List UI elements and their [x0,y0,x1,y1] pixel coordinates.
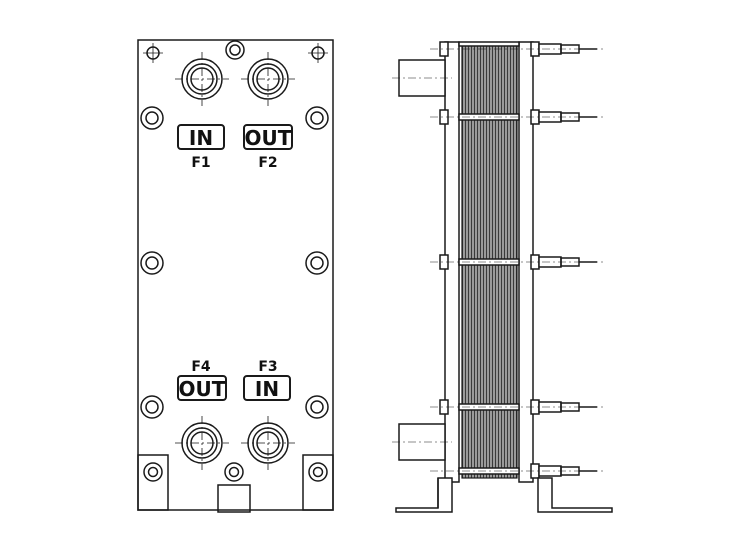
nozzle-bottom [392,423,452,461]
port-designation-f1: F1 [191,155,210,171]
bolt-right-upper [305,106,329,130]
right-support-foot [537,477,613,513]
flow-label-f4: OUT [179,377,226,401]
port-f1-connection [175,52,229,106]
label-box-f3 [243,375,291,401]
tie-rod-3 [430,399,605,415]
flow-label-f2: OUT [245,126,292,150]
guide-bar-top [430,41,605,57]
flow-label-f1: IN [189,126,213,150]
carrying-bar [458,41,520,47]
port-designation-f4: F4 [191,359,211,375]
side-view [392,41,613,513]
port-designation-f2: F2 [258,155,277,171]
bolt-right-middle [305,251,329,275]
corner-bolt-top-right [308,43,328,63]
label-box-f4 [177,375,227,401]
front-view [137,39,334,513]
foot-bolt-center [224,462,244,482]
frame-plate [137,39,334,511]
label-box-f2 [243,124,293,150]
center-foot [217,484,251,513]
foot-bolt-left [143,462,163,482]
top-guide-bolt [225,40,245,60]
flow-label-f3: IN [255,377,279,401]
tie-rod-1 [430,109,605,125]
bolt-left-middle [140,251,164,275]
guide-bar-bottom [430,463,605,479]
right-foot [302,454,334,511]
corner-bolt-top-left [143,43,163,63]
foot-bolt-right [308,462,328,482]
left-foot [137,454,169,511]
tie-rod-2 [430,254,605,270]
port-designation-f3: F3 [258,359,277,375]
nozzle-top [392,59,452,97]
port-f2-connection [241,52,295,106]
port-f3-connection [241,416,295,470]
bolt-left-lower [140,395,164,419]
port-f4-connection [175,416,229,470]
left-support-foot [395,477,453,513]
label-box-f1 [177,124,225,150]
bolt-right-lower [305,395,329,419]
bolt-left-upper [140,106,164,130]
